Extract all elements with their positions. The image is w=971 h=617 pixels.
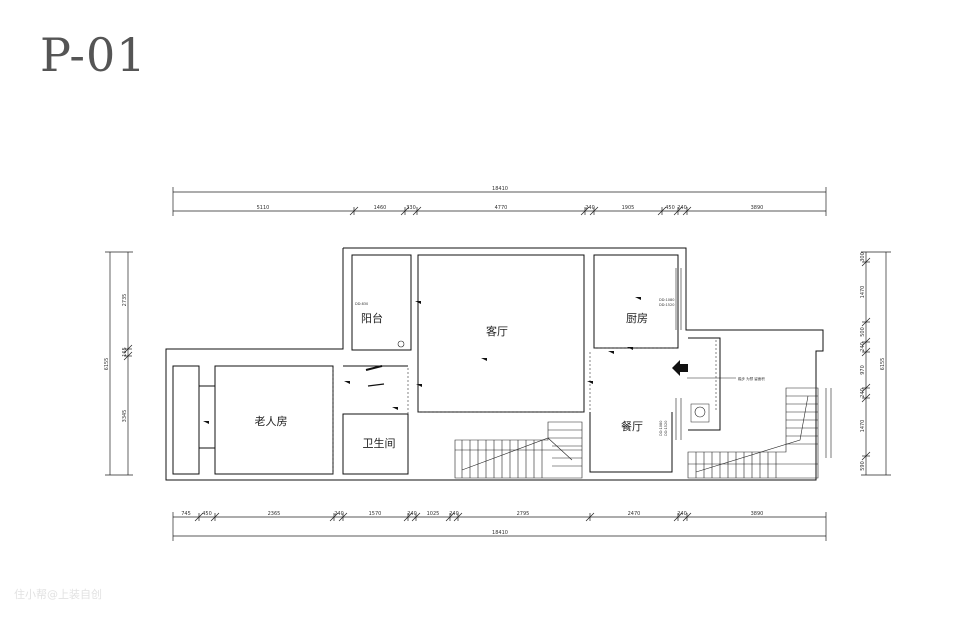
dim-left-2: 165 <box>122 347 128 357</box>
dim-left-3: 3345 <box>122 410 128 423</box>
note-kitchen-2: DD:1520 <box>659 303 674 307</box>
stairs-right <box>687 387 819 479</box>
dim-top-9: 3890 <box>751 205 764 211</box>
entrance-arrow-icon <box>672 360 688 376</box>
sheet-title: P-01 <box>40 28 147 82</box>
dim-bottom-12: 3890 <box>751 511 764 517</box>
dim-right-1: 300 <box>860 252 866 262</box>
dim-bottom-4: 240 <box>334 511 344 517</box>
note-dining-2: DD:1520 <box>664 421 668 436</box>
dim-bottom-total: 18410 <box>492 530 508 536</box>
dim-bottom-9: 2795 <box>517 511 530 517</box>
dim-bottom-5: 1570 <box>369 511 382 517</box>
room-elder: 老人房 <box>255 415 288 428</box>
dim-left-1: 2735 <box>122 294 128 307</box>
dim-top-total: 18410 <box>492 186 508 192</box>
dim-top-3: 330 <box>406 205 416 211</box>
dim-left-total: 6155 <box>104 358 110 371</box>
dim-top-7: 450 <box>665 205 675 211</box>
dim-bottom-2: 450 <box>202 511 212 517</box>
dim-right-8: 590 <box>860 461 866 471</box>
dim-bottom-8: 240 <box>449 511 459 517</box>
note-kitchen-1: DD:1080 <box>659 298 674 302</box>
note-dining-1: DD:1080 <box>659 421 663 436</box>
note-balcony: DD:830 <box>355 302 368 306</box>
dim-right-2: 1470 <box>860 286 866 299</box>
dim-bottom-1: 745 <box>181 511 191 517</box>
dim-bottom-6: 240 <box>407 511 417 517</box>
dim-right-7: 1470 <box>860 420 866 433</box>
dim-right-4: 240 <box>860 342 866 352</box>
room-kitchen: 厨房 <box>626 312 648 325</box>
dim-top-8: 240 <box>677 205 687 211</box>
walls <box>165 247 824 481</box>
dim-bottom-7: 1025 <box>427 511 440 517</box>
dim-right-5: 970 <box>860 365 866 375</box>
note-stair: 踏步 为预 留面积 <box>738 376 765 381</box>
dim-top-1: 5110 <box>257 205 270 211</box>
dim-top-2: 1460 <box>374 205 387 211</box>
dim-right-total: 6155 <box>880 358 886 371</box>
room-bathroom: 卫生间 <box>363 436 396 450</box>
dim-right-3: 500 <box>860 327 866 337</box>
dim-top-4: 4770 <box>495 205 508 211</box>
dim-bottom-11: 240 <box>677 511 687 517</box>
dim-right-6: 240 <box>860 388 866 398</box>
dim-top-6: 1905 <box>622 205 635 211</box>
room-dining: 餐厅 <box>621 419 643 433</box>
room-living: 客厅 <box>486 324 508 338</box>
stairs-middle <box>454 421 583 479</box>
room-balcony: 阳台 <box>361 311 383 325</box>
dim-bottom-10: 2470 <box>628 511 641 517</box>
dim-top-5: 240 <box>585 205 595 211</box>
watermark: 住小帮@上装自创 <box>14 588 102 601</box>
dim-bottom-3: 2365 <box>268 511 281 517</box>
